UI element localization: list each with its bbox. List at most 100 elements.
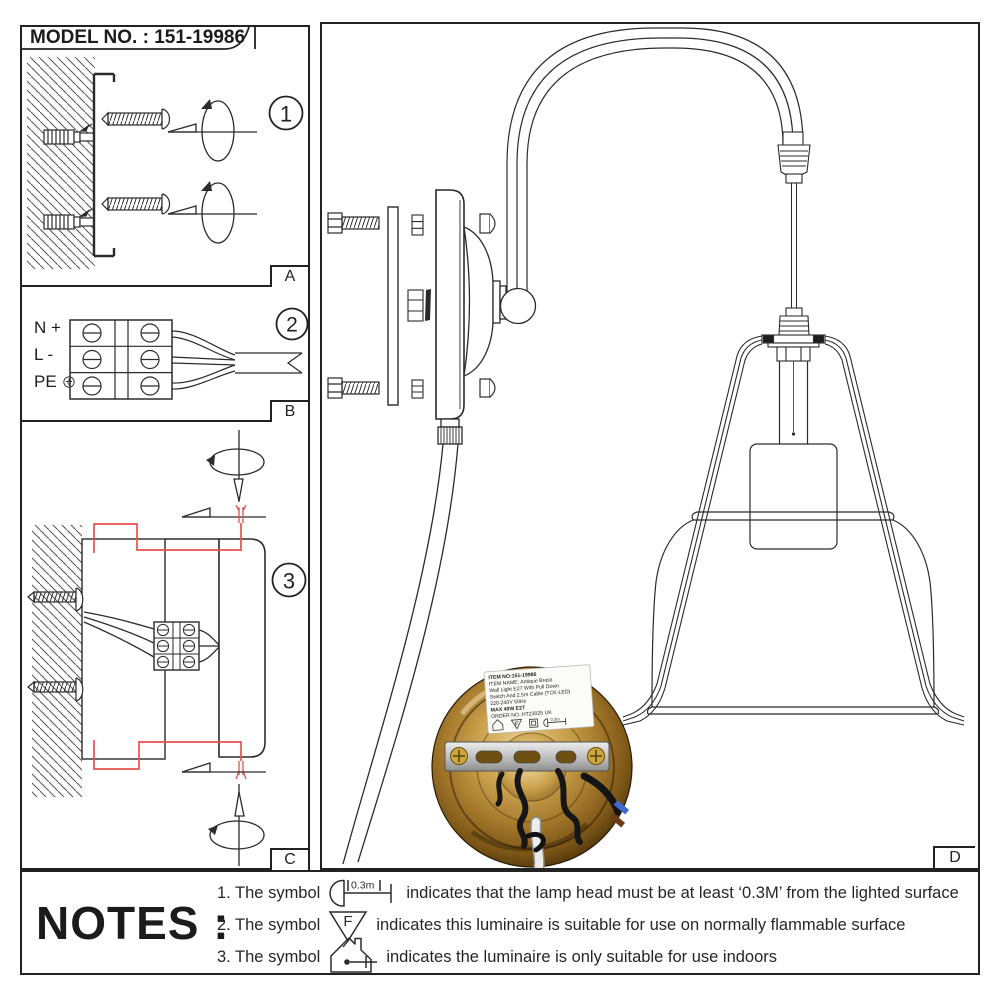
terminal-label-pe: PE [34,372,57,391]
screw-bottom [27,677,84,702]
step2-number-badge: 2 [275,307,308,341]
wall-plug-anchor-bottom [43,208,95,230]
note-2-prefix: 2. The symbol [217,915,321,934]
insert-pointer-top [181,507,266,518]
svg-text:0.3m: 0.3m [550,716,560,722]
supply-wires [171,330,303,390]
tab-b: B [270,400,308,422]
suspension-rod [791,183,797,315]
photo-wires [495,768,630,868]
main-exploded-view-panel: ITEM NO:151-19986 ITEM NAME: Antique Bra… [320,22,980,870]
ball-joint [499,287,537,325]
flammable-surface-f-triangle-icon: F [328,911,368,948]
wall-cup-cone [463,225,507,378]
wall-plug-anchor-top [43,123,95,145]
svg-text:ITEM NO:151-19986: ITEM NO:151-19986 [488,672,537,681]
cage-flange [761,334,826,362]
note-1-prefix: 1. The symbol [217,883,321,902]
terminal-label-l: L - [34,345,53,364]
indoor-use-house-icon [330,937,378,973]
label-double-insulated-icon [528,718,539,728]
lamp-shade [646,511,940,715]
screw-top [27,587,84,612]
nut-bottom [411,379,424,399]
screw-top [101,108,171,130]
svg-text:220-240V 50Hz: 220-240V 50Hz [490,699,527,708]
note-3-text: indicates the luminaire is only suitable… [386,947,778,966]
note-1-text: indicates that the lamp head must be at … [406,883,959,902]
svg-text:ORDER NO.:HT23025 UK: ORDER NO.:HT23025 UK [491,710,553,720]
label-indoor-house-icon [492,719,504,731]
step1-number-badge: 1 [268,95,304,131]
power-cable [342,443,459,865]
insert-pointer-bottom [181,762,266,773]
mounting-plate [81,538,166,760]
bracket-highlight-red [93,504,247,780]
lamp-backplate-side [218,538,266,758]
step3-assembly-diagram: 3 [27,430,307,866]
note-3-prefix: 3. The symbol [217,947,321,966]
label-f-triangle-icon [510,719,523,730]
left-column-panel: MODEL NO. : 151-19986 [20,25,310,870]
divider-a-b [22,285,308,287]
terminal-label-n: N + [34,318,61,337]
nut-top [411,214,424,236]
mounting-crossbar [444,741,610,772]
rotate-arrow-bottom [208,784,265,866]
rotate-arrow-top [167,99,257,162]
note-3: 3. The symbol indicates the luminaire is… [217,937,778,973]
rotate-arrow-top [206,430,265,502]
svg-text:Wall Light E27 With Pull Down: Wall Light E27 With Pull Down [489,683,559,694]
wall-hatch [32,525,82,797]
shade-top-connector [778,307,810,336]
tab-a: A [270,265,308,287]
title-box-outline [22,27,256,50]
svg-text:Switch And 2.5m Cable (TCK-LED: Switch And 2.5m Cable (TCK-LED) [490,689,571,701]
wall-hatch [27,57,95,269]
svg-text:MAX 40W E27: MAX 40W E27 [491,705,526,713]
divider-b-c [22,420,308,422]
wires [83,611,220,663]
step1-wall-fixing-diagram: 1 [27,57,304,269]
cage-frame-right-leg [824,335,965,726]
lamp-socket [749,361,838,550]
hex-bolt-bottom [327,377,380,399]
tab-d: D [933,846,975,868]
locking-key [425,289,431,321]
arm-end-connector [777,131,811,184]
backplate-photo: ITEM NO:151-19986 ITEM NAME: Antique Bra… [431,664,633,868]
mounting-bracket [92,72,116,258]
rotate-arrow-bottom [167,181,257,244]
screw-bottom [101,193,171,215]
crossbar-screw-right [587,747,605,765]
wall-lamp-exploded-drawing: ITEM NO:151-19986 ITEM NAME: Antique Bra… [327,27,965,868]
dome-nut-top [479,213,496,234]
svg-text:ITEM NAME: Antique Brass: ITEM NAME: Antique Brass [489,677,553,687]
terminal-block [69,319,173,400]
tab-c: C [270,848,308,870]
model-number-title: MODEL NO. : 151-19986 [30,27,246,48]
svg-text:2: 2 [286,314,298,337]
swan-neck-arm [506,27,804,296]
brown-wire-tip [609,813,626,828]
lamp-distance-icon: 0.3m [329,880,393,907]
step2-wiring-diagram: N + L - PE [34,307,308,400]
cage-frame-left-leg [622,335,763,726]
cord-grip [437,418,463,445]
label-distance-icon: 0.3m [543,716,567,728]
note-1: 1. The symbol 0.3m indicates that the la… [217,877,959,909]
crossbar-screw-left [450,747,468,765]
step3-number-badge: 3 [271,562,307,598]
notes-heading: NOTES : [36,897,230,949]
svg-text:1: 1 [280,102,292,127]
hex-bolt-top [327,212,380,234]
notes-section: NOTES : 1. The symbol 0.3m indicates tha… [20,870,980,975]
earth-icon [63,376,75,388]
product-rating-label: ITEM NO:151-19986 ITEM NAME: Antique Bra… [483,664,595,735]
note-2-text: indicates this luminaire is suitable for… [376,915,906,934]
note-2: 2. The symbol F indicates this luminaire… [217,909,906,948]
dome-nut-bottom [479,378,496,398]
fixing-plate [387,206,399,406]
nut-middle [407,289,424,322]
